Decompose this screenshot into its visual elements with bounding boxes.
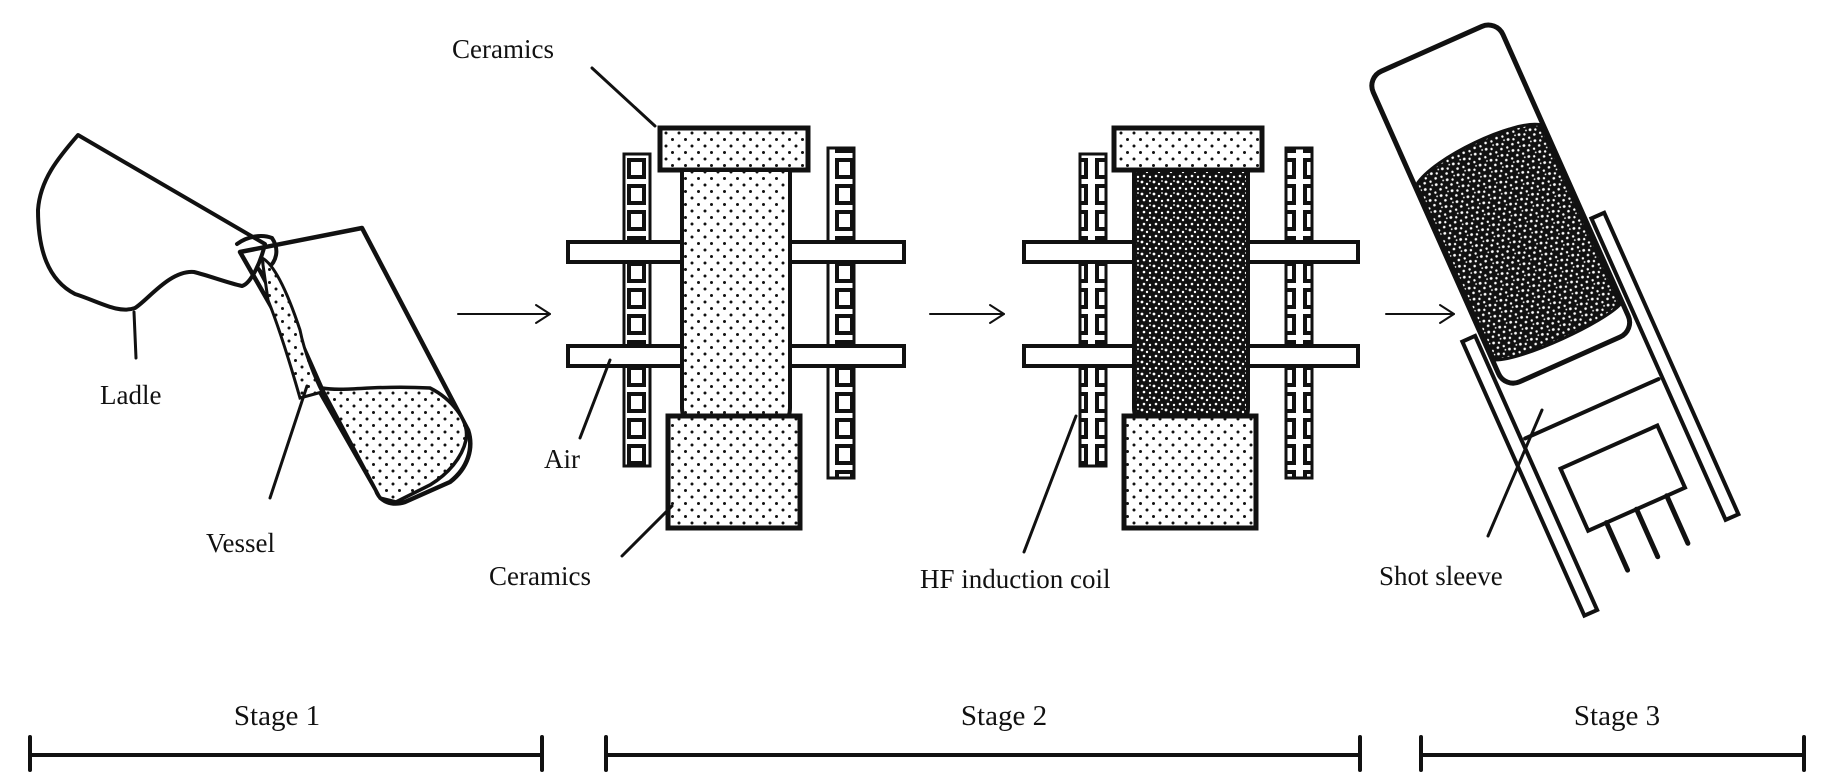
label-ceramics-top: Ceramics (452, 34, 554, 64)
arrow-icon (1385, 304, 1455, 324)
ladle-spout (235, 234, 279, 270)
billet-in-sleeve (1414, 122, 1623, 362)
ceramic-top-cap (657, 125, 811, 173)
flow-arrows (457, 304, 1455, 324)
sleeve-wall-left (1459, 333, 1600, 619)
pour-stream (260, 255, 325, 400)
plunger-head (1557, 422, 1688, 534)
stage-label-3: Stage 3 (1574, 700, 1660, 732)
label-ceramics-bottom: Ceramics (489, 561, 591, 591)
stage-label-1: Stage 1 (234, 700, 320, 732)
stage-markers: Stage 1 Stage 2 Stage 3 (28, 700, 1806, 772)
label-air: Air (544, 444, 580, 474)
coil-left-column-b (1078, 152, 1108, 468)
label-ladle: Ladle (100, 380, 161, 410)
sleeve-wall-right (1588, 210, 1742, 523)
coil-right-column-b (1284, 146, 1314, 480)
ceramic-bottom-block-b (1121, 413, 1259, 531)
stage3-shot-sleeve (1369, 22, 1742, 619)
ceramic-bottom-block (665, 413, 803, 531)
billet-light (680, 168, 792, 430)
label-hf-induction-coil: HF induction coil (920, 564, 1111, 594)
stage2-heater-b (1022, 125, 1360, 554)
stage1-illustration (36, 133, 473, 506)
ladle-icon (36, 133, 267, 312)
stage-label-2: Stage 2 (961, 700, 1047, 732)
stage-bar-3 (1419, 735, 1806, 772)
stage-bar-1 (28, 735, 544, 772)
label-vessel: Vessel (206, 528, 275, 558)
coil-left-column (622, 152, 652, 468)
ceramic-top-cap-b (1111, 125, 1265, 173)
component-labels: Ladle Vessel Ceramics Air Ceramics HF in… (100, 34, 1503, 594)
label-shot-sleeve: Shot sleeve (1379, 561, 1503, 591)
stage2-heater-a (566, 66, 906, 558)
arrow-icon (929, 304, 1005, 324)
coil-right-column (826, 146, 856, 480)
billet-heated (1132, 168, 1250, 430)
stage-bar-2 (604, 735, 1362, 772)
arrow-icon (457, 304, 551, 324)
